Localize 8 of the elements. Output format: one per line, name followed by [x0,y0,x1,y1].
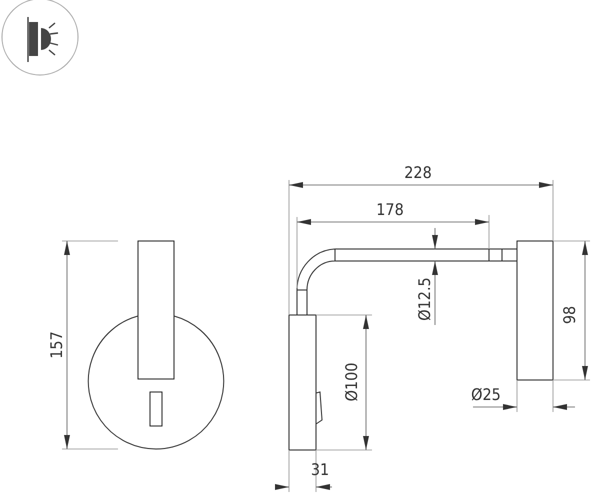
dimension-label: 98 [562,306,578,324]
dimension-label: 157 [49,331,65,359]
dimension-label: 31 [310,462,330,478]
dimension-label: Ø12.5 [417,277,433,321]
dimension-label: Ø25 [471,387,501,403]
dimension-label: 178 [376,202,404,218]
dimension-label: Ø100 [344,362,360,402]
dimension-label: 228 [404,165,432,181]
